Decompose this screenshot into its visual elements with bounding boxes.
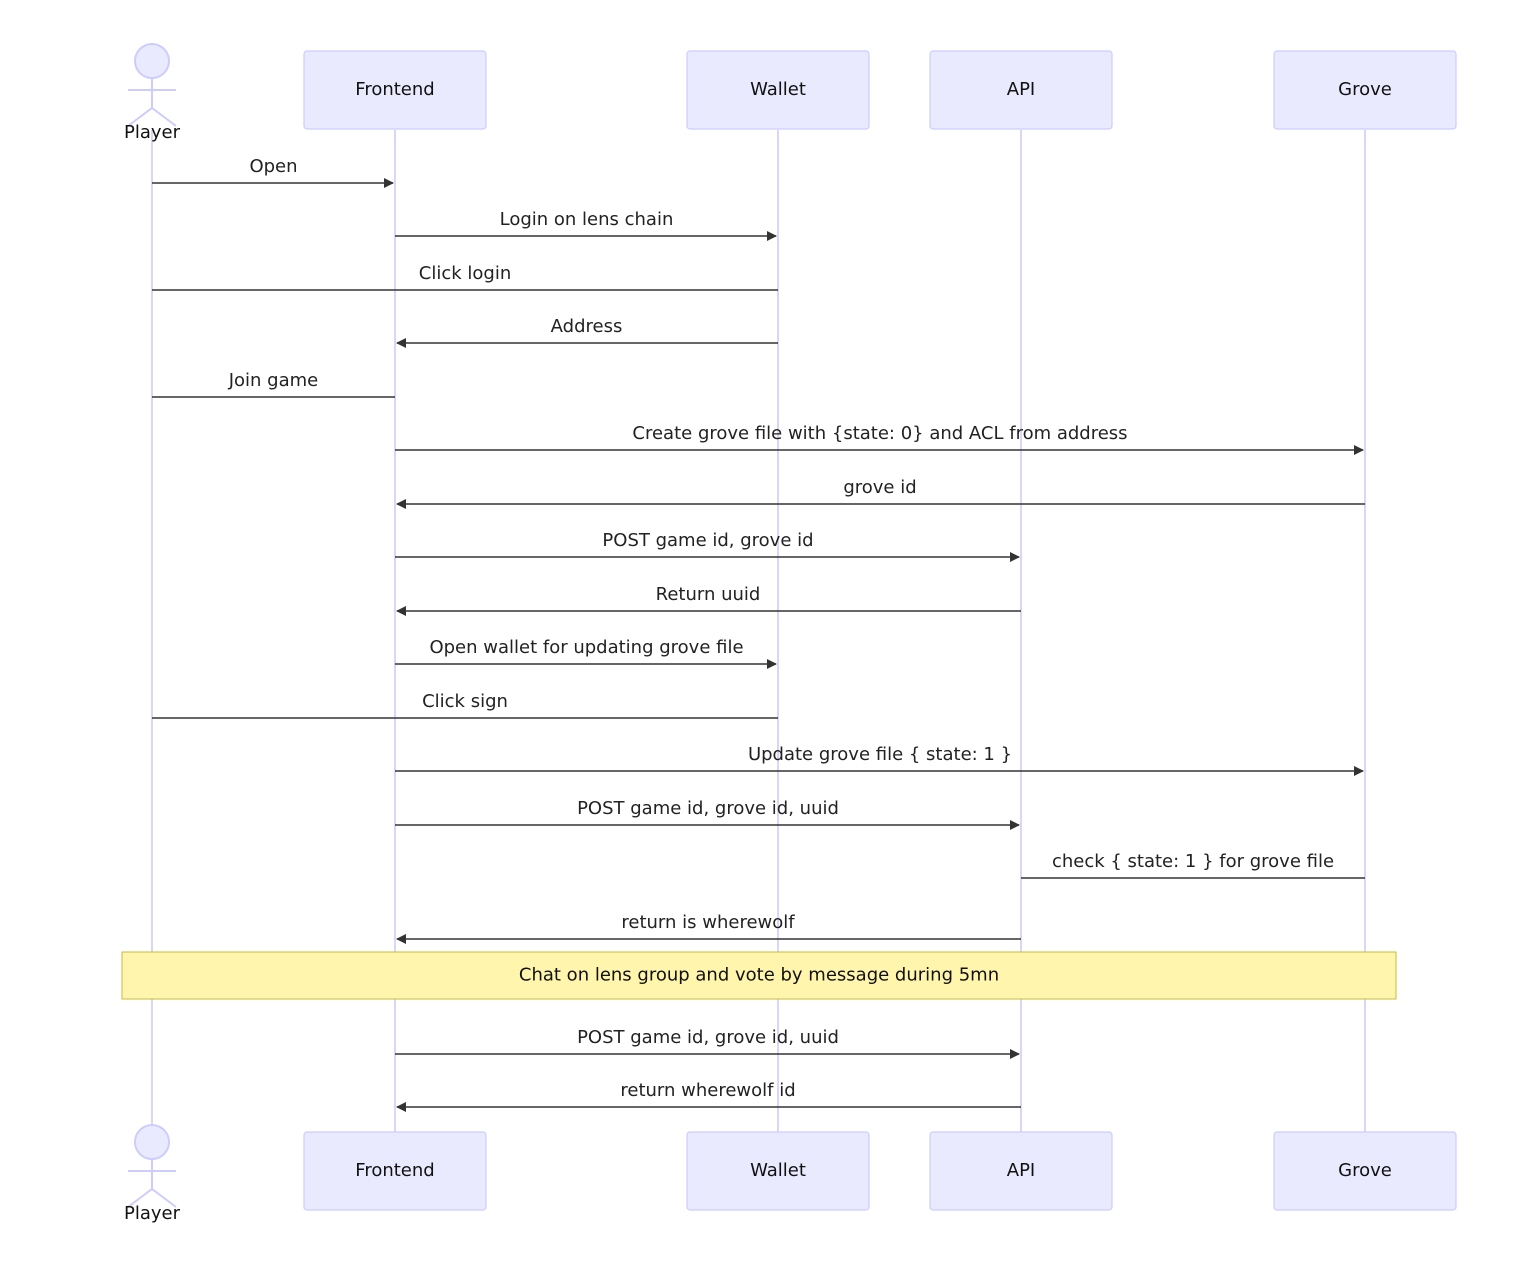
message-label: return is wherewolf — [621, 912, 795, 933]
participant-label: Player — [124, 122, 181, 143]
message-11: Click sign — [152, 691, 778, 719]
message-label: return wherewolf id — [620, 1080, 795, 1101]
actor-head-icon — [134, 43, 170, 79]
message-label: Return uuid — [656, 584, 761, 605]
message-label: check { state: 1 } for grove file — [1052, 851, 1334, 872]
actor-head-icon — [134, 1124, 170, 1160]
message-label: Open — [249, 156, 297, 177]
message-label: Update grove file { state: 1 } — [748, 744, 1012, 765]
participant-label: API — [1007, 79, 1035, 100]
participant-box — [303, 1131, 487, 1211]
message-8: POST game id, grove id — [395, 530, 1020, 562]
message-10: Open wallet for updating grove file — [395, 637, 777, 669]
message-5: Join game — [152, 370, 395, 398]
message-13: POST game id, grove id, uuid — [395, 798, 1020, 830]
note-text: Chat on lens group and vote by message d… — [519, 965, 999, 986]
participant-box — [303, 50, 487, 130]
participant-box — [1273, 50, 1457, 130]
message-17: return wherewolf id — [396, 1080, 1021, 1112]
message-label: Address — [551, 316, 623, 337]
message-label: Click sign — [422, 691, 508, 712]
participant-wallet-top: Wallet — [686, 50, 870, 130]
participant-api-bottom: API — [929, 1131, 1113, 1211]
participant-box — [929, 1131, 1113, 1211]
participant-player-top: Player — [124, 43, 181, 143]
participant-box — [686, 50, 870, 130]
message-label: POST game id, grove id, uuid — [577, 1027, 839, 1048]
participant-label: Wallet — [750, 79, 806, 100]
message-label: POST game id, grove id — [602, 530, 813, 551]
message-14: check { state: 1 } for grove file — [1021, 851, 1365, 879]
message-label: Click login — [419, 263, 511, 284]
message-7: grove id — [396, 477, 1365, 509]
participant-label: Frontend — [355, 79, 434, 100]
participant-label: Frontend — [355, 1160, 434, 1181]
message-label: Login on lens chain — [500, 209, 674, 230]
participant-frontend-bottom: Frontend — [303, 1131, 487, 1211]
participant-grove-bottom: Grove — [1273, 1131, 1457, 1211]
participant-label: API — [1007, 1160, 1035, 1181]
participant-player-bottom: Player — [124, 1124, 181, 1224]
participant-label: Grove — [1338, 79, 1392, 100]
message-label: POST game id, grove id, uuid — [577, 798, 839, 819]
message-1: Open — [152, 156, 394, 188]
participant-frontend-top: Frontend — [303, 50, 487, 130]
message-9: Return uuid — [396, 584, 1021, 616]
participant-box — [929, 50, 1113, 130]
participant-label: Wallet — [750, 1160, 806, 1181]
participant-box — [1273, 1131, 1457, 1211]
note-box — [121, 951, 1397, 1000]
message-12: Update grove file { state: 1 } — [395, 744, 1364, 776]
note: Chat on lens group and vote by message d… — [121, 951, 1397, 1000]
participant-label: Grove — [1338, 1160, 1392, 1181]
participant-grove-top: Grove — [1273, 50, 1457, 130]
message-6: Create grove file with {state: 0} and AC… — [395, 423, 1364, 455]
message-15: return is wherewolf — [396, 912, 1021, 944]
message-2: Login on lens chain — [395, 209, 777, 241]
message-label: Create grove file with {state: 0} and AC… — [632, 423, 1127, 444]
participant-label: Player — [124, 1203, 181, 1224]
message-label: grove id — [843, 477, 916, 498]
participant-box — [686, 1131, 870, 1211]
message-3: Click login — [152, 263, 778, 291]
participant-wallet-bottom: Wallet — [686, 1131, 870, 1211]
message-label: Join game — [228, 370, 319, 391]
participant-api-top: API — [929, 50, 1113, 130]
message-4: Address — [396, 316, 778, 348]
message-label: Open wallet for updating grove file — [429, 637, 743, 658]
actor-legs-icon — [127, 106, 177, 127]
message-16: POST game id, grove id, uuid — [395, 1027, 1020, 1059]
actor-legs-icon — [127, 1187, 177, 1208]
